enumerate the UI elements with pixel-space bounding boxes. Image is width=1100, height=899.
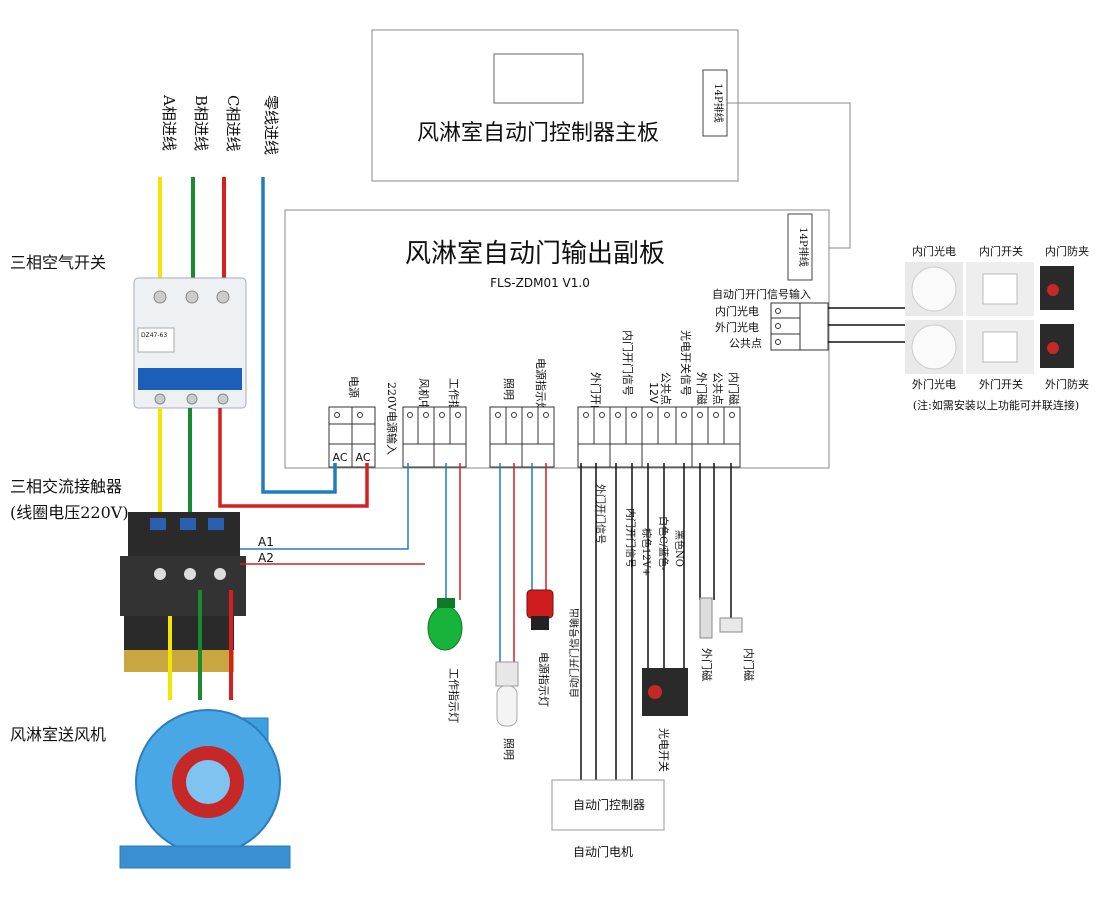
device-top-1: 内门光电 [912,244,956,258]
signal-wires [580,463,732,780]
device-wires [828,307,910,343]
power-lamp-caption: 电源指示灯 [537,652,551,707]
output-board-connector [787,213,813,281]
terminal-block-signals [577,406,741,468]
wire-inner-sig-label: 内门开门信号 [624,508,637,568]
main-board-connector [702,69,728,137]
contactor: 三相交流接触器 (线圈电压220V) [10,477,246,672]
device-bottom-3: 外门防夹 [1045,377,1089,391]
main-board-title: 风淋室自动门控制器主板 [417,121,659,146]
output-board-title: 风淋室自动门输出副板 [405,239,665,269]
wire-l-power [218,408,369,508]
breaker-label: 三相空气开关 [10,253,106,272]
ac-label-2: AC [355,451,370,464]
breaker: 三相空气开关 DZ47-63 [10,253,247,409]
wire-white-label: 白色C/蓝色- [657,516,670,570]
common2-label: 公共点 [711,372,724,405]
breaker-toggle [138,368,242,390]
device-note: (注:如需安装以上功能可并联连接) [913,398,1079,412]
coil-a1-label: A1 [258,535,274,549]
coil-a2-label: A2 [258,551,274,565]
contactor-label-2: (线圈电压220V) [10,503,129,522]
outer-magnet-caption: 外门磁 [700,648,714,681]
coil-wire-a1 [240,463,409,550]
light-bulb [495,661,519,727]
wire-neutral [261,177,337,494]
power-lamp-label: 电源指示灯 [534,358,548,413]
inner-magnet-caption: 内门磁 [742,648,756,681]
main-board: 风淋室自动门控制器主板 14P排线 [371,29,739,182]
device-top-2: 内门开关 [979,244,1023,258]
signal-input-outer-photo: 外门光电 [715,320,759,334]
power-label: 电源 [347,376,361,398]
photo-signal-label: 光电开关信号 [679,330,693,396]
work-lamp-caption: 工作指示灯 [447,668,461,723]
terminal-block-light [489,406,555,468]
inner-door-magnet [719,617,743,633]
ac-label-1: AC [332,451,347,464]
work-lamp [427,598,463,651]
fan: 风淋室送风机 [10,709,291,869]
signal-input-title: 自动门开门信号输入 [712,287,811,301]
inner-door-signal-label: 内门开门信号 [621,330,635,396]
wire-black-label: 黑色NO [673,530,686,567]
incoming-n-label: 零线进线 [262,95,280,155]
device-bottom-2: 外门开关 [979,377,1023,391]
controller-label: 自动门控制器 [573,797,645,812]
contactor-middle [120,556,246,616]
contactor-label-1: 三相交流接触器 [10,477,122,496]
device-top-3: 内门防夹 [1045,244,1089,258]
wire-outer-sig-label: 外门开门信号 [594,484,607,544]
terminal-block-relay [402,406,467,468]
wire-auto-out-label: 自动门开门信号输出 [568,608,581,698]
incoming-b-label: B相进线 [192,95,210,151]
output-board-model: FLS-ZDM01 V1.0 [490,276,590,290]
outer-door-magnet [699,597,713,639]
fan-label: 风淋室送风机 [10,725,106,744]
main-board-display [493,53,584,104]
terminal-block-power [328,406,376,468]
device-bottom-1: 外门光电 [912,377,956,391]
signal-input-inner-photo: 内门光电 [715,304,759,318]
photo-switch-caption: 光电开关 [657,728,671,772]
v12-label: 12V [647,382,660,404]
power-input-label: 220V电源输入 [385,382,399,455]
output-board-connector-label: 14P排线 [797,227,810,266]
output-board: 风淋室自动门输出副板 FLS-ZDM01 V1.0 14P排线 自动门开门信号输… [284,209,830,469]
signal-input-terminal [770,302,829,351]
inner-magnet-label: 内门磁 [727,372,741,405]
auto-door-controller [551,779,665,831]
device-images [905,262,1074,374]
ribbon-cable [727,102,851,249]
power-lamp [526,589,554,630]
breaker-model: DZ47-63 [141,332,167,339]
lighting-label: 照明 [502,378,515,400]
signal-input-common: 公共点 [729,337,762,350]
lighting-caption: 照明 [502,738,515,760]
incoming-lines: A相进线 B相进线 C相进线 零线进线 [158,94,337,494]
motor-label: 自动门电机 [573,844,633,859]
common1-label: 公共点 [659,372,672,405]
photo-switch [642,668,688,716]
incoming-c-label: C相进线 [224,95,242,151]
main-board-connector-label: 14P排线 [712,83,725,122]
main-board-frame [371,29,739,182]
outer-magnet-label: 外门磁 [695,372,709,405]
wire-brown-label: 棕色12V+ [640,528,653,576]
incoming-a-label: A相进线 [160,94,178,151]
